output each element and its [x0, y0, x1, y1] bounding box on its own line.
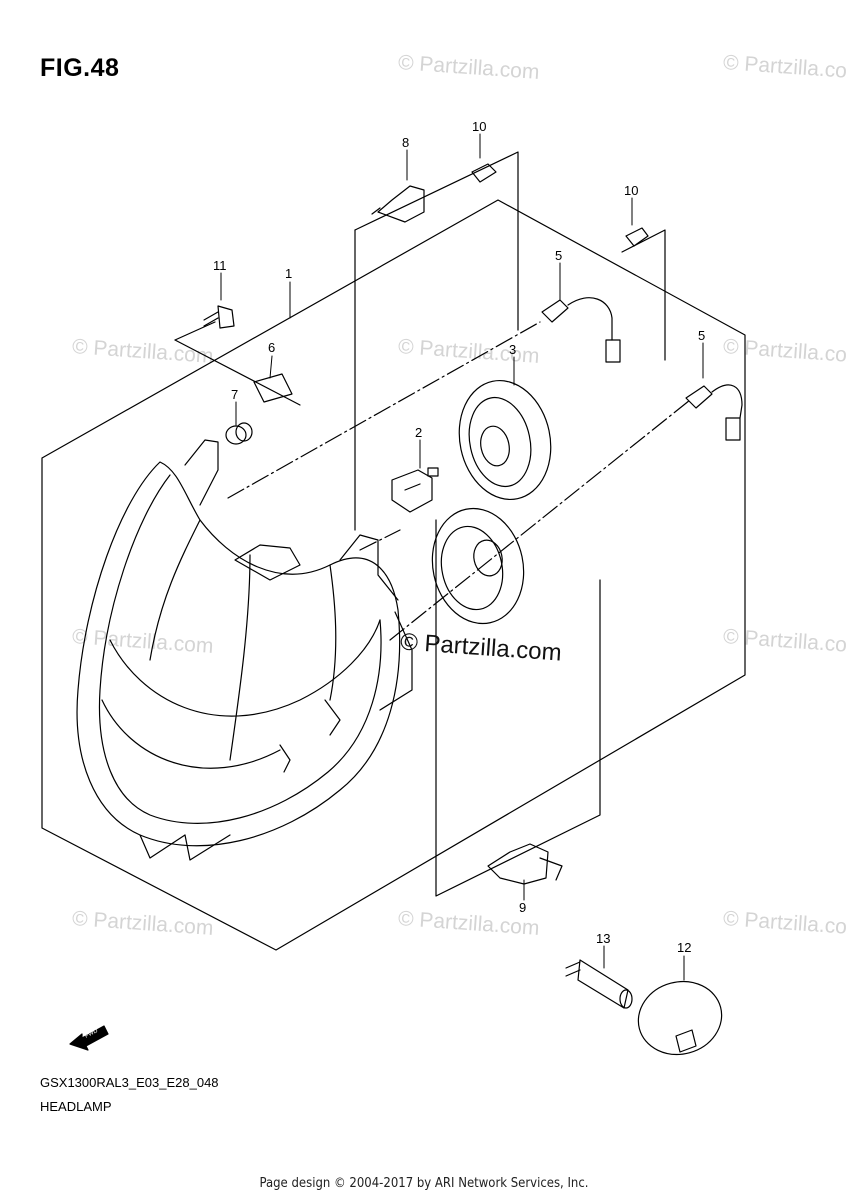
item-11-screw	[203, 305, 235, 329]
item-10-bulb-upper	[471, 163, 497, 183]
headlamp-housing	[76, 439, 413, 861]
callout-leaders	[220, 133, 704, 981]
assembly-name: HEADLAMP	[40, 1099, 112, 1114]
callout-9: 9	[519, 900, 526, 915]
callout-7: 7	[231, 387, 238, 402]
callout-3: 3	[509, 342, 516, 357]
callout-numbers: 1 2 3 5 5 6 7 8 9 10 10 11 12 13	[213, 119, 705, 955]
item-7-grommet	[225, 422, 253, 445]
callout-1: 1	[285, 266, 292, 281]
item-6-label	[253, 373, 293, 403]
callout-11: 11	[213, 258, 227, 273]
item-13-bolt	[565, 959, 633, 1009]
item-3-cover	[458, 379, 552, 501]
callout-13: 13	[596, 931, 610, 946]
callout-8: 8	[402, 135, 409, 150]
item-10-bulb-lower	[625, 227, 649, 247]
callout-2: 2	[415, 425, 422, 440]
assembly-box-outline	[41, 151, 746, 951]
figure-title: FIG.48	[40, 54, 120, 82]
lower-cover	[431, 507, 525, 625]
callout-5-upper: 5	[555, 248, 562, 263]
footer-copyright: Page design © 2004-2017 by ARI Network S…	[259, 1176, 589, 1191]
item-5-bulb-upper	[541, 297, 621, 363]
callout-5-lower: 5	[698, 328, 705, 343]
item-5-bulb-lower	[685, 384, 743, 441]
item-9-bulb	[487, 843, 563, 885]
item-12-cap	[637, 980, 723, 1056]
callout-12: 12	[677, 940, 691, 955]
item-8-bulb	[371, 185, 425, 223]
callout-6: 6	[268, 340, 275, 355]
fwd-arrow-icon: FWD	[69, 1025, 109, 1051]
item-2-socket	[391, 467, 439, 513]
callout-10-upper: 10	[472, 119, 486, 134]
model-code: GSX1300RAL3_E03_E28_048	[40, 1075, 219, 1090]
callout-10-lower: 10	[624, 183, 638, 198]
